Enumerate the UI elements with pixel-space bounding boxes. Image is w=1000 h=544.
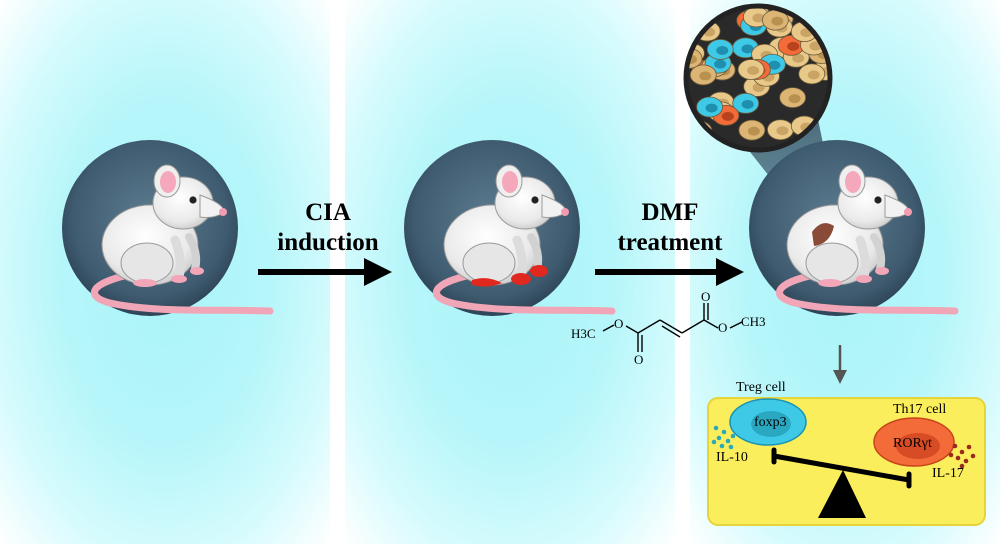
- tissue-cell-nucleus: [788, 94, 801, 104]
- tissue-cell-nucleus: [741, 99, 754, 109]
- il10-dot: [713, 425, 719, 431]
- il17-dot: [952, 443, 958, 449]
- tissue-cell-nucleus: [792, 53, 805, 63]
- chem-left-methyl: H3C: [571, 326, 596, 341]
- tissue-cell-nucleus: [771, 16, 784, 26]
- tissue-cell-nucleus: [695, 8, 708, 17]
- tissue-cell-nucleus: [807, 70, 820, 80]
- tissue-cell-nucleus: [747, 66, 760, 76]
- chem-right-methyl: CH3: [741, 314, 766, 329]
- foxp3-label: foxp3: [754, 415, 787, 430]
- step-title: CIA: [305, 199, 351, 226]
- tissue-cell-nucleus: [716, 45, 729, 55]
- il10-dot: [730, 433, 736, 439]
- tissue-cell: [688, 8, 713, 22]
- il17-label: IL-17: [932, 466, 964, 481]
- tissue-magnified-view: [683, 3, 833, 153]
- treg-cell-label: Treg cell: [736, 380, 786, 395]
- arrow-cia-induction: [258, 258, 392, 286]
- arrow-down: [833, 345, 847, 384]
- mouse-healthy: [62, 140, 270, 316]
- rorgt-label: RORγt: [893, 436, 932, 451]
- step-title: DMF: [641, 199, 699, 226]
- il17-dot: [963, 458, 969, 464]
- tissue-cell: [688, 129, 709, 148]
- il17-dot: [970, 453, 976, 459]
- arrow-dmf-treatment: [595, 258, 744, 286]
- step-subtitle: treatment: [617, 229, 723, 256]
- step-label-dmf: DMF treatment: [600, 198, 740, 258]
- immune-balance-panel: [707, 397, 986, 526]
- il17-dot: [966, 444, 972, 450]
- chem-atom-o: O: [701, 289, 711, 304]
- tissue-cell-nucleus: [721, 111, 734, 121]
- il10-dot: [721, 429, 727, 435]
- il10-dot: [711, 439, 717, 445]
- chem-atom-o: O: [718, 320, 728, 335]
- tissue-cell-nucleus: [699, 71, 712, 81]
- tissue-cell-nucleus: [688, 54, 697, 64]
- mouse-cia: [404, 140, 612, 316]
- il17-dot: [948, 452, 954, 458]
- tissue-cell-nucleus: [768, 60, 781, 70]
- il10-dot: [716, 435, 722, 441]
- il10-dot: [728, 444, 734, 450]
- chem-atom-o: O: [634, 352, 644, 367]
- tissue-cell-nucleus: [691, 135, 704, 145]
- tissue-cell-nucleus: [714, 59, 727, 69]
- il17-dot: [955, 455, 961, 461]
- il17-dot: [959, 449, 965, 455]
- tissue-cell-nucleus: [776, 126, 789, 136]
- tissue-cell-nucleus: [741, 44, 754, 54]
- il10-dot: [719, 443, 725, 449]
- il17-dot: [959, 463, 965, 469]
- mouse-dmf: [749, 140, 955, 316]
- step-label-cia: CIA induction: [268, 198, 388, 258]
- tissue-cell-nucleus: [752, 13, 765, 23]
- tissue-cell-nucleus: [809, 41, 822, 51]
- tissue-cell-nucleus: [695, 134, 708, 144]
- chem-atom-o: O: [614, 316, 624, 331]
- tissue-cell-nucleus: [705, 103, 718, 113]
- th17-cell-label: Th17 cell: [893, 402, 947, 417]
- il10-label: IL-10: [716, 450, 748, 465]
- il10-dot: [725, 438, 731, 444]
- tissue-cell-nucleus: [787, 41, 800, 51]
- tissue-cell-nucleus: [747, 126, 760, 136]
- step-subtitle: induction: [277, 229, 379, 256]
- dmf-molecule: [602, 303, 743, 352]
